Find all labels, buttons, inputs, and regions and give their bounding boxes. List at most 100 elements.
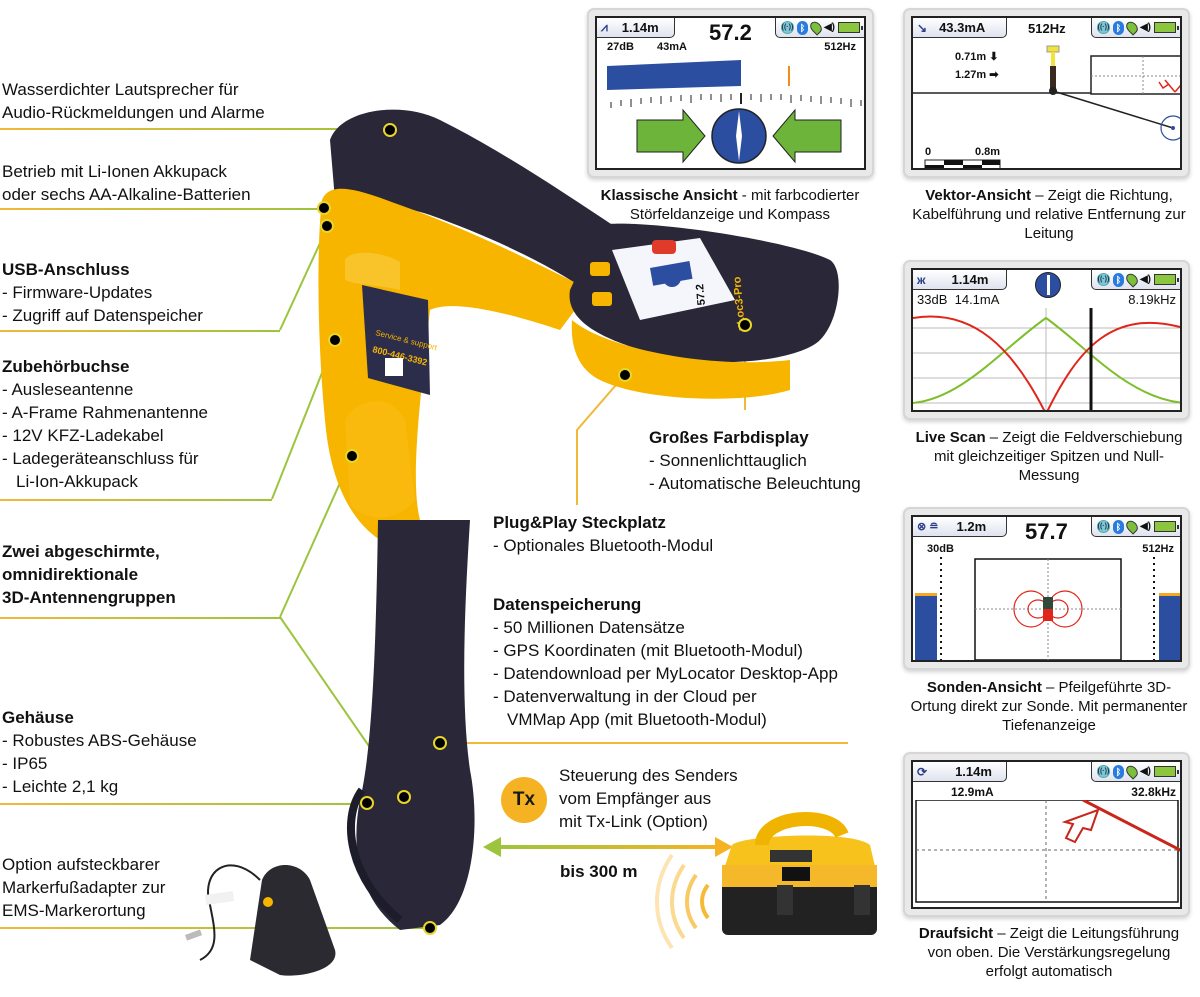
callout-housing: Gehäuse - Robustes ABS-Gehäuse - IP65 - … bbox=[2, 708, 197, 796]
live-scan-graph bbox=[913, 308, 1180, 410]
callout-tx-link: Steuerung des Senders vom Empfänger aus … bbox=[559, 766, 738, 831]
tx-link-badge: Tx bbox=[501, 777, 547, 823]
leader-antenna bbox=[0, 617, 280, 619]
callout-speaker: Wasserdichter Lautsprecher für Audio-Rüc… bbox=[2, 80, 265, 122]
callout-plug-play: Plug&Play Steckplatz - Optionales Blueto… bbox=[493, 513, 714, 555]
frequency-label: 512Hz bbox=[824, 41, 856, 53]
bluetooth-icon: ᛒ bbox=[1112, 20, 1124, 35]
compass-icon bbox=[1035, 272, 1061, 298]
screen-card-topview: ⟳ 1.14m ((·)) ᛒ ◀) 12.9mA 32.8kHz bbox=[903, 752, 1190, 917]
callout-battery: Betrieb mit Li-Ionen Akkupack oder sechs… bbox=[2, 162, 251, 204]
bluetooth-icon: ᛒ bbox=[1112, 272, 1124, 287]
signal-value: 57.7 bbox=[1025, 519, 1068, 544]
gps-pin-icon bbox=[1123, 763, 1141, 780]
screen-card-classic: ⩘ 1.14m 57.2 ((·)) ᛒ ◀) 27dB 43mA 512Hz bbox=[587, 8, 874, 178]
frequency-label: 512Hz bbox=[1142, 543, 1174, 555]
callout-data-storage: Datenspeicherung - 50 Millionen Datensät… bbox=[493, 595, 838, 729]
status-icons: ((·)) ᛒ ◀) bbox=[1090, 18, 1180, 38]
current-label: 43mA bbox=[657, 41, 687, 53]
wireless-signal-icon bbox=[655, 853, 710, 950]
status-icons: ((·)) ᛒ ◀) bbox=[1090, 762, 1180, 782]
frequency-label: 32.8kHz bbox=[1131, 785, 1176, 799]
gps-pin-icon bbox=[807, 19, 825, 36]
caption-classic: Klassische Ansicht - mit farbcodierter S… bbox=[600, 187, 860, 223]
callout-marker-adapter: Option aufsteckbarer Markerfußadapter zu… bbox=[2, 855, 166, 920]
top-view-mode-icon: ⟳ bbox=[917, 764, 928, 779]
bluetooth-icon: ᛒ bbox=[1112, 764, 1124, 779]
leader-speaker bbox=[0, 128, 385, 130]
locator-device-illustration: Service & support 800-446-3392 57.2 vLoc… bbox=[184, 109, 848, 976]
caption-vector: Vektor-Ansicht – Zeigt die Richtung, Kab… bbox=[912, 187, 1186, 242]
live-scan-mode-icon: ж bbox=[917, 272, 926, 287]
screen-classic: ⩘ 1.14m 57.2 ((·)) ᛒ ◀) 27dB 43mA 512Hz bbox=[595, 16, 866, 170]
gps-pin-icon bbox=[1123, 271, 1141, 288]
transmitter-illustration bbox=[722, 812, 877, 935]
signal-bar-graph bbox=[607, 60, 862, 164]
signal-value: 57.2 bbox=[709, 20, 752, 45]
range-arrow-icon bbox=[483, 837, 733, 857]
screen-header-current: ↘ 43.3mA bbox=[913, 18, 1007, 38]
screen-card-sonde: ⊗ ≘ 1.2m 57.7 ((·)) ᛒ ◀) 30dB 512Hz bbox=[903, 507, 1190, 670]
callout-usb: USB-Anschluss - Firmware-Updates - Zugri… bbox=[2, 260, 203, 325]
sonde-mode-icon: ⊗ ≘ bbox=[917, 521, 939, 533]
gain-label: 30dB bbox=[927, 543, 954, 555]
screen-sonde: ⊗ ≘ 1.2m 57.7 ((·)) ᛒ ◀) 30dB 512Hz bbox=[911, 515, 1182, 662]
leader-usb bbox=[0, 330, 280, 332]
screen-header-depth: ⊗ ≘ 1.2m bbox=[913, 517, 1007, 537]
screen-header-depth: ⟳ 1.14m bbox=[913, 762, 1007, 782]
signal-icon: ((·)) bbox=[780, 21, 794, 34]
status-icons: ((·)) ᛒ ◀) bbox=[1090, 517, 1180, 537]
leader-marker bbox=[0, 927, 425, 929]
signal-icon: ((·)) bbox=[1096, 765, 1110, 778]
svg-text:vLoc3-Pro: vLoc3-Pro bbox=[731, 276, 748, 331]
bluetooth-icon: ᛒ bbox=[796, 20, 808, 35]
screen-topview: ⟳ 1.14m ((·)) ᛒ ◀) 12.9mA 32.8kHz bbox=[911, 760, 1182, 909]
bluetooth-icon: ᛒ bbox=[1112, 519, 1124, 534]
battery-icon bbox=[1154, 274, 1179, 285]
leader-battery bbox=[0, 208, 320, 210]
callout-accessory-port: Zubehörbuchse - Ausleseantenne - A-Frame… bbox=[2, 357, 208, 491]
battery-icon bbox=[1154, 22, 1179, 33]
sonde-graphic bbox=[915, 557, 1180, 660]
signal-icon: ((·)) bbox=[1096, 21, 1110, 34]
leader-housing bbox=[0, 803, 362, 805]
vector-graphic bbox=[913, 45, 1180, 168]
screen-livescan: ж 1.14m ((·)) ᛒ ◀) 33dB 14.1mA 8.19kHz bbox=[911, 268, 1182, 412]
current-label: 12.9mA bbox=[951, 785, 994, 799]
signal-icon: ((·)) bbox=[1096, 273, 1110, 286]
battery-icon bbox=[1154, 521, 1179, 532]
svg-text:57.2: 57.2 bbox=[694, 283, 708, 305]
callout-antenna: Zwei abgeschirmte, omnidirektionale 3D-A… bbox=[2, 542, 176, 607]
battery-icon bbox=[838, 22, 863, 33]
frequency-label: 512Hz bbox=[1028, 21, 1066, 36]
leader-accessory bbox=[0, 499, 272, 501]
speaker-icon: ◀) bbox=[823, 22, 835, 33]
caption-livescan: Live Scan – Zeigt die Feldverschiebung m… bbox=[915, 429, 1183, 484]
tx-range-label: bis 300 m bbox=[560, 862, 638, 881]
screen-card-vector: ↘ 43.3mA 512Hz ((·)) ᛒ ◀) 0.71m ⬇ 1.27m … bbox=[903, 8, 1190, 178]
screen-vector: ↘ 43.3mA 512Hz ((·)) ᛒ ◀) 0.71m ⬇ 1.27m … bbox=[911, 16, 1182, 170]
battery-icon bbox=[1154, 766, 1179, 777]
vector-mode-icon: ↘ bbox=[917, 20, 928, 35]
speaker-icon: ◀) bbox=[1139, 274, 1151, 285]
screen-header-depth: ⩘ 1.14m bbox=[597, 18, 675, 38]
frequency-label: 8.19kHz bbox=[1128, 292, 1176, 307]
top-view-graphic bbox=[915, 800, 1180, 903]
callout-color-display: Großes Farbdisplay - Sonnenlichttauglich… bbox=[649, 428, 861, 493]
screen-header-depth: ж 1.14m bbox=[913, 270, 1007, 290]
depth-horizontal: 1.27m ➡ bbox=[955, 69, 999, 81]
caption-sonde: Sonden-Ansicht – Pfeilgeführte 3D-Ortung… bbox=[910, 679, 1188, 734]
status-icons: ((·)) ᛒ ◀) bbox=[774, 18, 864, 38]
scale-start: 0 bbox=[925, 146, 932, 158]
signal-icon: ((·)) bbox=[1096, 520, 1110, 533]
caption-topview: Draufsicht – Zeigt die Leitungsführung v… bbox=[918, 925, 1180, 980]
peak-mode-icon: ⩘ bbox=[601, 20, 608, 34]
gain-label: 27dB bbox=[607, 41, 634, 53]
gain-current: 33dB 14.1mA bbox=[917, 292, 1000, 307]
speaker-icon: ◀) bbox=[1139, 766, 1151, 777]
depth-vertical: 0.71m ⬇ bbox=[955, 51, 999, 63]
speaker-icon: ◀) bbox=[1139, 521, 1151, 532]
speaker-icon: ◀) bbox=[1139, 22, 1151, 33]
status-icons: ((·)) ᛒ ◀) bbox=[1090, 270, 1180, 290]
scale-end: 0.8m bbox=[975, 146, 1001, 158]
